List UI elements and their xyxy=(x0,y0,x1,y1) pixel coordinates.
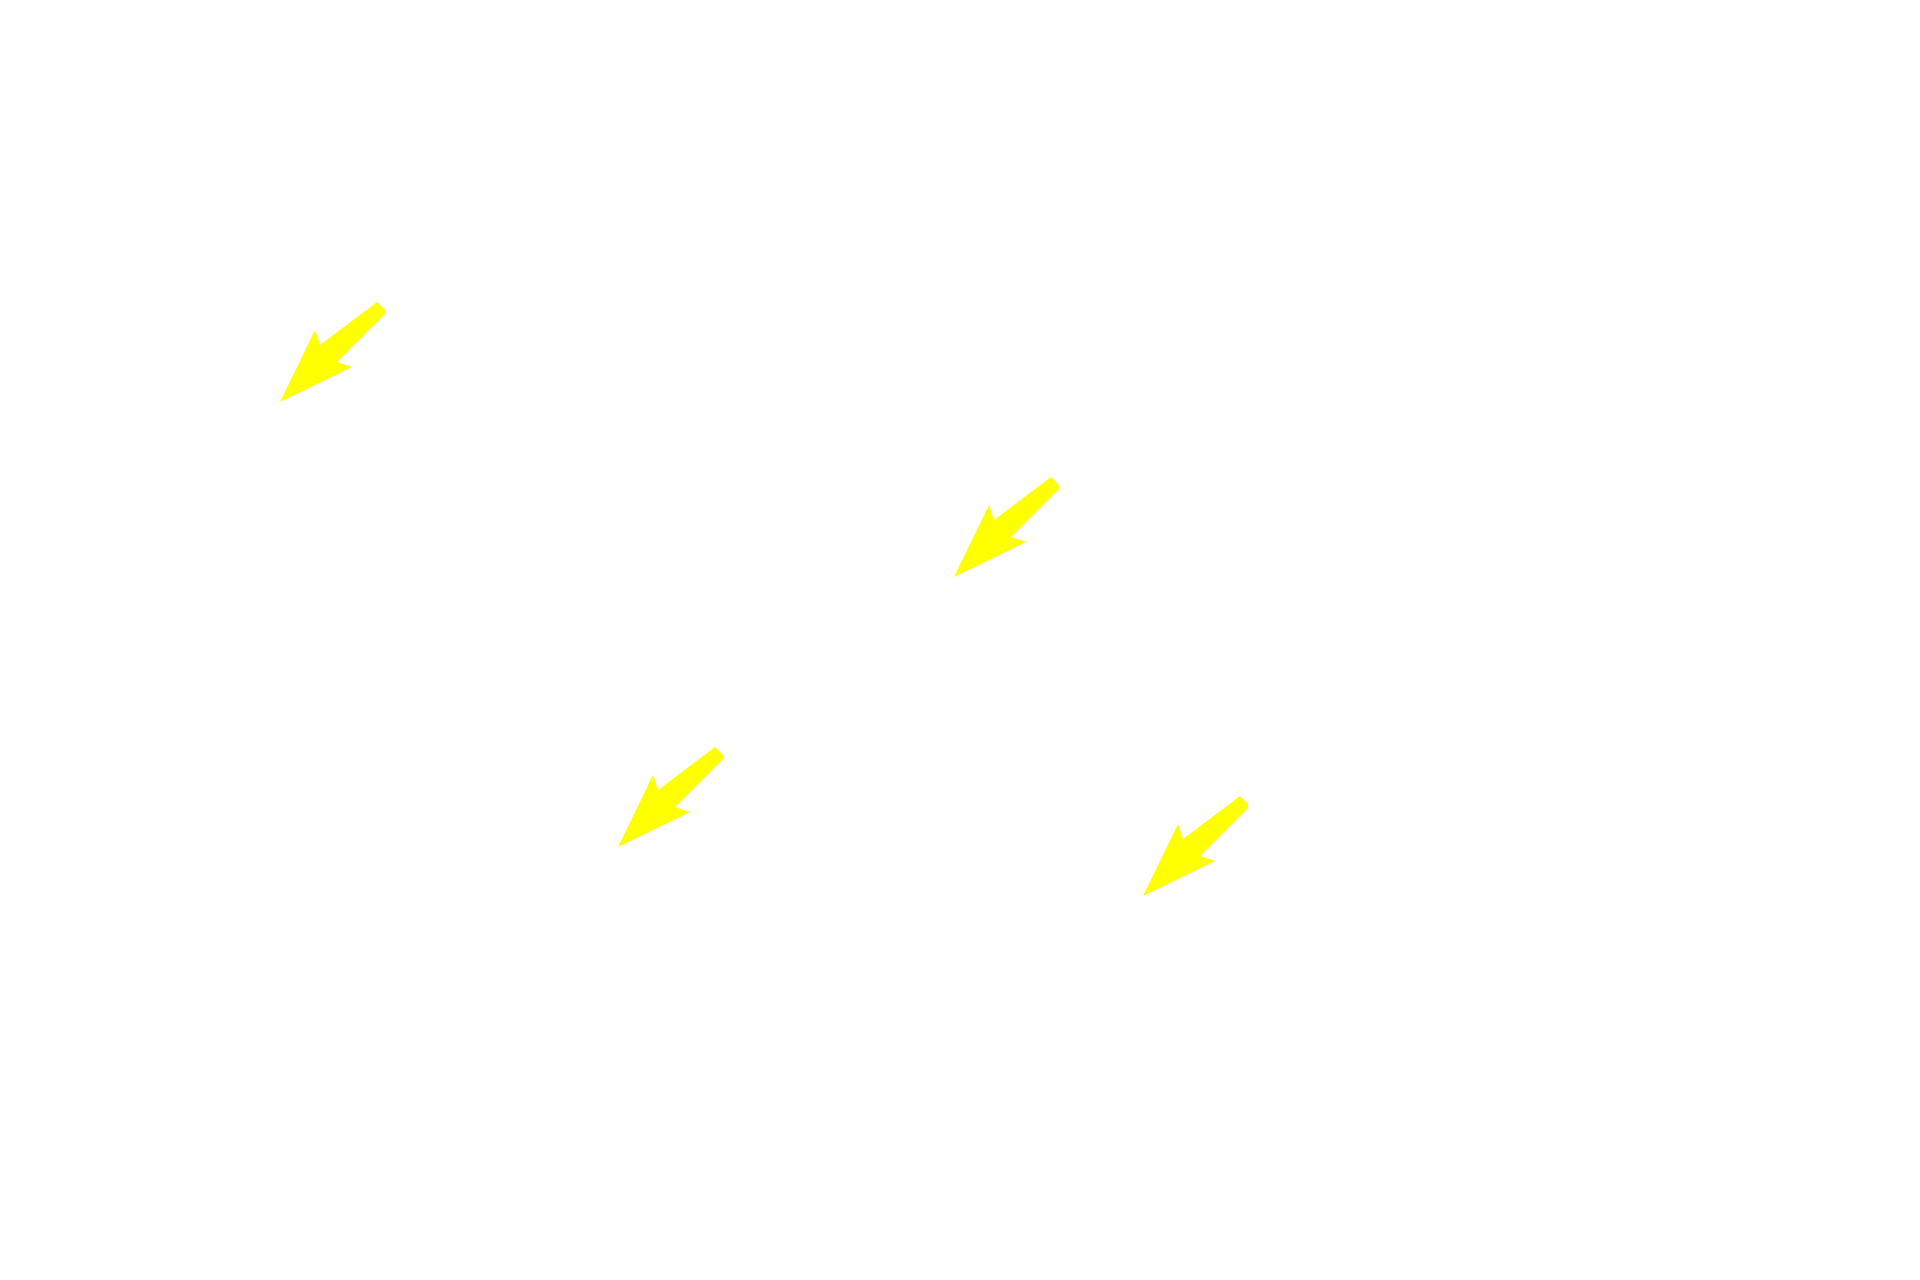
arrow-down-left-icon xyxy=(618,747,723,847)
arrow-down-left-icon xyxy=(1143,796,1248,896)
arrow-down-left-icon xyxy=(280,302,385,402)
arrow-down-left-icon xyxy=(954,477,1059,577)
